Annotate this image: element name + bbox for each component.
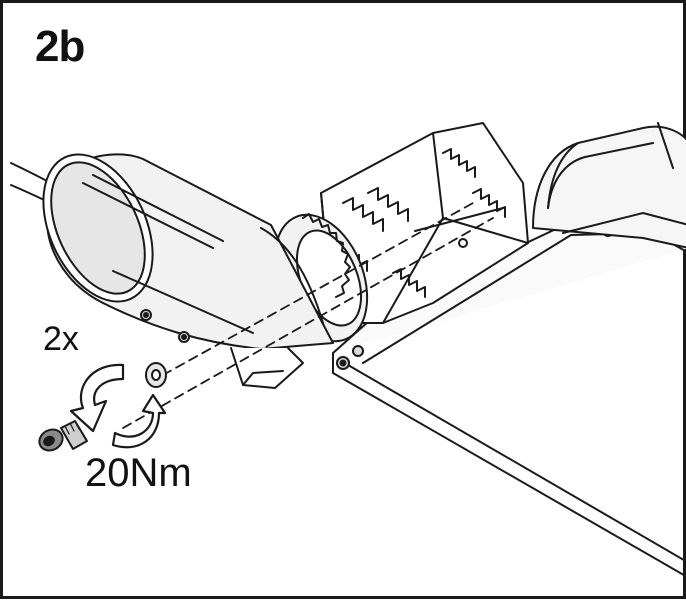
torque-label: 20Nm: [85, 451, 192, 495]
assembly-guide-lines: [122, 202, 494, 429]
screw-icon: [38, 420, 88, 452]
quantity-label: 2x: [43, 320, 79, 358]
rotate-arrow-icon: [69, 363, 167, 449]
terminal-block: [320, 122, 529, 324]
washer-icon: [145, 362, 167, 388]
step-number: 2b: [35, 22, 85, 71]
sleeve-icon: [42, 153, 334, 389]
housing-icon: [532, 122, 686, 249]
assembly-illustration: [10, 122, 686, 578]
